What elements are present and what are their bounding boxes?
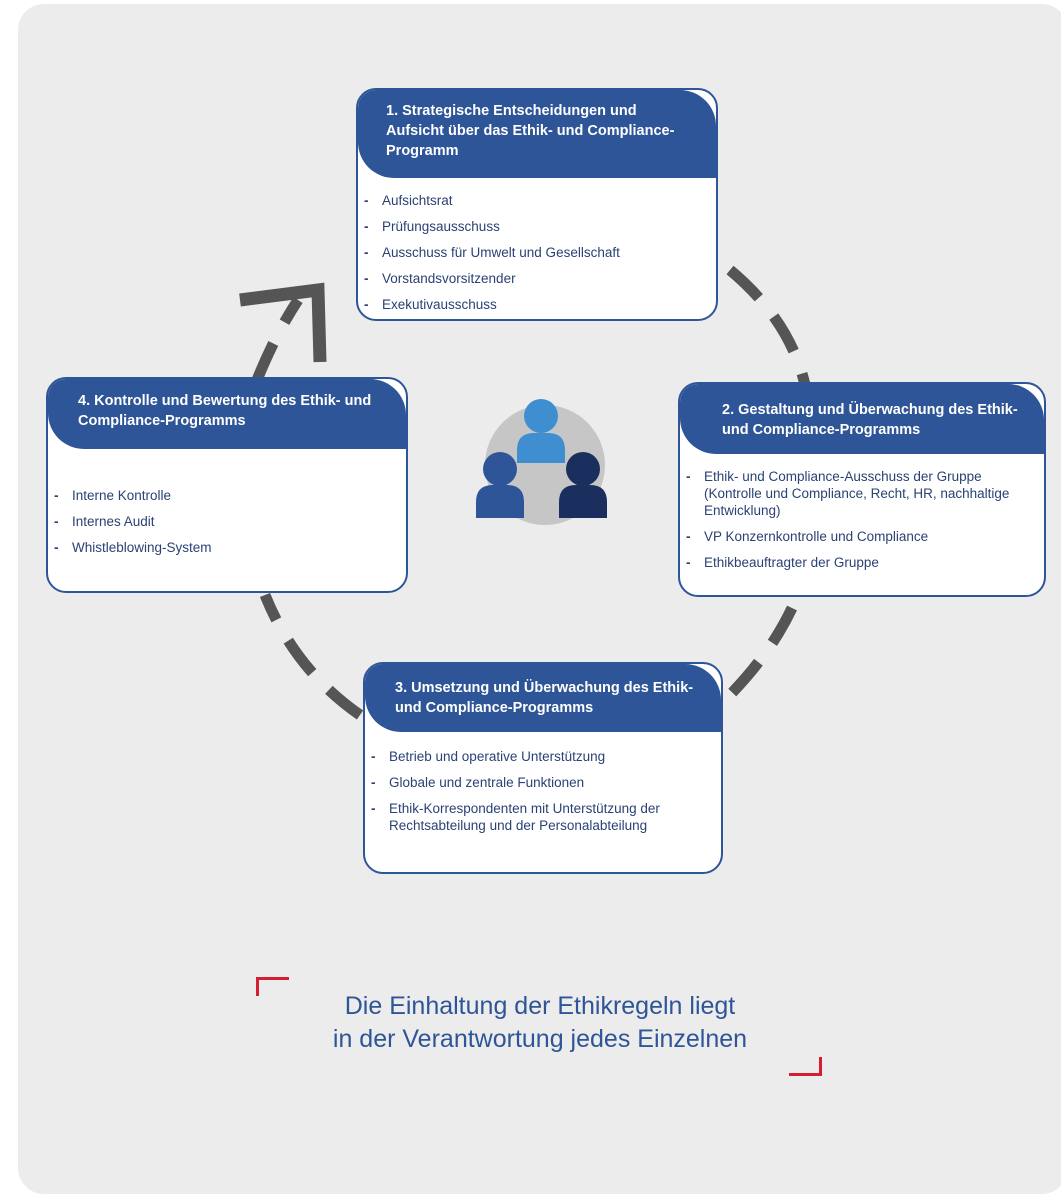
- list-item: -VP Konzernkontrolle und Compliance: [686, 529, 929, 544]
- dash-bullet-icon: -: [371, 801, 376, 816]
- list-item: -Vorstandsvorsitzender: [364, 271, 516, 286]
- list-item: -Globale und zentrale Funktionen: [371, 775, 585, 790]
- list-item: -Ethik- und Compliance-Ausschuss der Gru…: [686, 469, 1010, 518]
- stage-title-4: 4. Kontrolle und Bewertung des Ethik- un…: [48, 379, 406, 449]
- stage-box-4: 4. Kontrolle und Bewertung des Ethik- un…: [46, 377, 408, 593]
- dash-bullet-icon: -: [54, 514, 59, 529]
- dash-bullet-icon: -: [686, 555, 691, 570]
- list-item: -Ethikbeauftragter der Gruppe: [686, 555, 879, 570]
- connector-3-to-4: [259, 592, 364, 720]
- stage-title-3-text: 3. Umsetzung und Überwachung des Ethik- …: [395, 680, 694, 716]
- dash-bullet-icon: -: [371, 775, 376, 790]
- list-item: -Prüfungsausschuss: [364, 219, 500, 234]
- stage-title-4-text: 4. Kontrolle und Bewertung des Ethik- un…: [78, 393, 372, 429]
- list-item: -Ausschuss für Umwelt und Gesellschaft: [364, 245, 620, 260]
- list-item: -Interne Kontrolle: [54, 488, 172, 503]
- list-item: -Betrieb und operative Unterstützung: [371, 749, 606, 764]
- dash-bullet-icon: -: [364, 245, 369, 260]
- quote-line-2: in der Verantwortung jedes Einzelnen: [332, 1025, 748, 1053]
- stage-box-3: 3. Umsetzung und Überwachung des Ethik- …: [363, 662, 723, 874]
- stage-box-2: 2. Gestaltung und Überwachung des Ethik-…: [678, 382, 1046, 597]
- dash-bullet-icon: -: [686, 529, 691, 544]
- list-item: -Aufsichtsrat: [364, 193, 453, 208]
- stage-list-1: -Aufsichtsrat -Prüfungsausschuss -Aussch…: [358, 178, 716, 313]
- closing-quote: Die Einhaltung der Ethikregeln liegt in …: [240, 990, 840, 1056]
- dash-bullet-icon: -: [54, 488, 59, 503]
- connector-4-to-1: [251, 296, 303, 383]
- list-item: -Internes Audit: [54, 514, 155, 529]
- dash-bullet-icon: -: [54, 540, 59, 555]
- stage-list-2: -Ethik- und Compliance-Ausschuss der Gru…: [680, 454, 1044, 571]
- dash-bullet-icon: -: [364, 219, 369, 234]
- dash-bullet-icon: -: [364, 271, 369, 286]
- stage-title-1: 1. Strategische Entscheidungen und Aufsi…: [358, 90, 716, 178]
- list-item: -Ethik-Korrespondenten mit Unterstützung…: [371, 801, 660, 833]
- list-item: -Whistleblowing-System: [54, 540, 212, 555]
- dash-bullet-icon: -: [371, 749, 376, 764]
- stage-title-3: 3. Umsetzung und Überwachung des Ethik- …: [365, 664, 721, 732]
- stage-title-1-text: 1. Strategische Entscheidungen und Aufsi…: [386, 103, 675, 159]
- stage-list-3: -Betrieb und operative Unterstützung -Gl…: [365, 732, 721, 834]
- dash-bullet-icon: -: [364, 297, 369, 312]
- connector-1-to-2: [726, 265, 811, 387]
- dash-bullet-icon: -: [364, 193, 369, 208]
- group-of-people-icon: [476, 399, 607, 525]
- dash-bullet-icon: -: [686, 469, 691, 484]
- arrowhead-icon: [239, 282, 327, 363]
- stage-box-1: 1. Strategische Entscheidungen und Aufsi…: [356, 88, 718, 321]
- stage-title-2-text: 2. Gestaltung und Überwachung des Ethik-…: [722, 402, 1018, 438]
- stage-list-4: -Interne Kontrolle -Internes Audit -Whis…: [48, 449, 406, 556]
- stage-title-2: 2. Gestaltung und Überwachung des Ethik-…: [680, 384, 1044, 454]
- list-item: -Exekutivausschuss: [364, 297, 497, 312]
- quote-line-1: Die Einhaltung der Ethikregeln liegt: [344, 992, 736, 1020]
- connector-2-to-3: [721, 605, 797, 704]
- quote-bracket-open-icon: [256, 977, 289, 996]
- quote-bracket-close-icon: [789, 1057, 822, 1076]
